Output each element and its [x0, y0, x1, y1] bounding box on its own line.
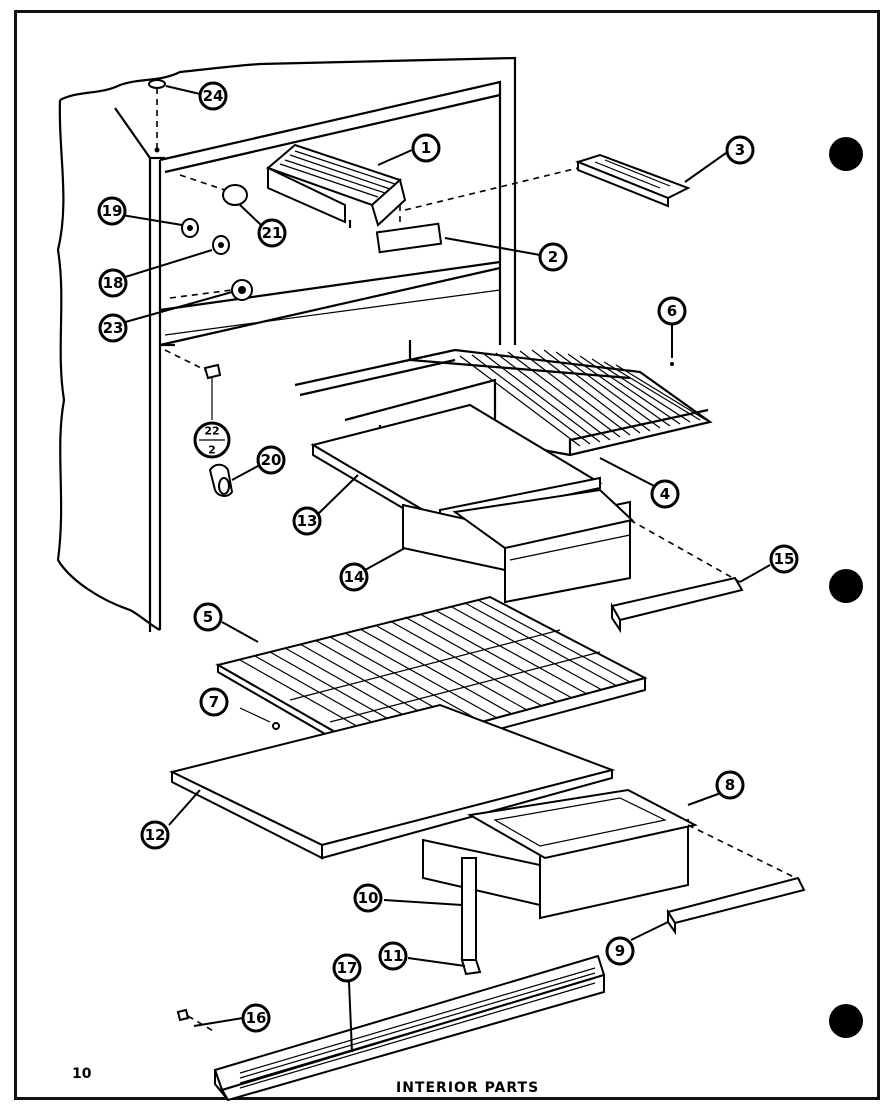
part-3-component	[575, 153, 691, 208]
callout-6: 6	[657, 296, 687, 326]
part-7-clip	[239, 707, 280, 730]
callout-17: 17	[332, 953, 362, 983]
svg-text:11: 11	[383, 947, 404, 965]
svg-text:9: 9	[615, 942, 625, 960]
callout-13: 13	[292, 506, 322, 536]
svg-text:2: 2	[208, 444, 216, 457]
callout-3: 3	[725, 135, 755, 165]
svg-text:10: 10	[358, 889, 379, 907]
svg-text:13: 13	[297, 512, 318, 530]
part-6-clip	[670, 362, 674, 366]
svg-text:16: 16	[246, 1009, 267, 1027]
part-18-knob	[212, 235, 230, 255]
callout-10: 10	[353, 883, 383, 913]
svg-text:6: 6	[667, 302, 677, 320]
binder-hole-middle	[829, 569, 863, 603]
svg-text:23: 23	[103, 319, 124, 337]
svg-text:4: 4	[660, 485, 670, 503]
callout-24: 24	[198, 81, 228, 111]
part-9-rail	[666, 876, 806, 936]
callout-19: 19	[97, 196, 127, 226]
callout-15: 15	[769, 544, 799, 574]
svg-text:14: 14	[344, 568, 365, 586]
callout-23: 23	[98, 313, 128, 343]
diagram-caption: INTERIOR PARTS	[396, 1080, 540, 1096]
binder-hole-bottom	[829, 1004, 863, 1038]
svg-text:19: 19	[102, 202, 123, 220]
callout-8: 8	[715, 770, 745, 800]
part-14-crisper-drawer	[402, 488, 635, 604]
callout-9: 9	[605, 936, 635, 966]
callout-1: 1	[411, 133, 441, 163]
svg-text:21: 21	[262, 224, 283, 242]
callout-14: 14	[339, 562, 369, 592]
svg-text:15: 15	[774, 550, 795, 568]
callout-5: 5	[193, 602, 223, 632]
svg-text:3: 3	[735, 141, 745, 159]
callout-11: 11	[378, 941, 408, 971]
callout-20: 20	[256, 445, 286, 475]
part-24-plug	[148, 79, 166, 153]
part-20-bracket	[208, 463, 234, 497]
part-15-rail	[610, 576, 744, 634]
svg-text:5: 5	[203, 608, 213, 626]
leader-lines	[121, 85, 771, 1053]
part-8-crisper-drawer	[422, 788, 698, 920]
svg-text:2: 2	[548, 248, 558, 266]
callout-18: 18	[98, 268, 128, 298]
part-19-knob	[181, 218, 199, 238]
svg-text:22: 22	[204, 425, 219, 438]
callout-2: 2	[538, 242, 568, 272]
svg-text:18: 18	[103, 274, 124, 292]
part-1-control-housing	[266, 143, 407, 228]
svg-text:17: 17	[337, 959, 358, 977]
part-17-toe-grille	[213, 954, 606, 1102]
callout-22-over-2: 22 2	[193, 421, 231, 459]
callout-12: 12	[140, 820, 170, 850]
part-12-glass-shelf	[169, 703, 616, 860]
part-10-support-post	[461, 857, 477, 961]
part-16-screw	[176, 1008, 190, 1022]
binder-hole-top	[829, 137, 863, 171]
part-23-knob	[231, 279, 253, 301]
svg-text:20: 20	[261, 451, 282, 469]
callout-7: 7	[199, 687, 229, 717]
part-21-knob	[222, 184, 248, 206]
svg-text:8: 8	[725, 776, 735, 794]
callout-16: 16	[241, 1003, 271, 1033]
callout-4: 4	[650, 479, 680, 509]
svg-text:1: 1	[421, 139, 431, 157]
part-11-foot	[460, 959, 482, 976]
svg-text:7: 7	[209, 693, 219, 711]
page-number: 10	[72, 1066, 92, 1082]
callout-21: 21	[257, 218, 287, 248]
part-2-bracket	[375, 222, 443, 254]
svg-text:24: 24	[203, 87, 224, 105]
svg-text:12: 12	[145, 826, 166, 844]
part-22-screw	[203, 363, 222, 420]
refrigerator-cabinet	[56, 56, 517, 632]
